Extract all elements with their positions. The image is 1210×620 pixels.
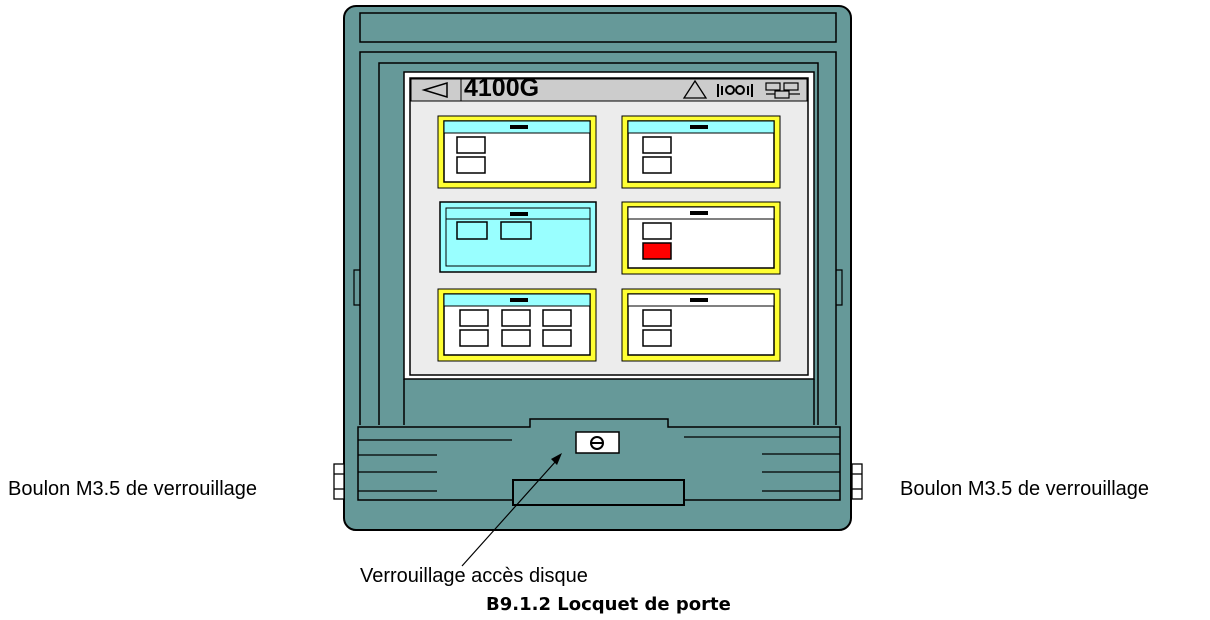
alarm-triangle-icon [682, 79, 708, 99]
model-name: 4100G [464, 74, 540, 102]
callout-line [461, 460, 557, 567]
screen-panel-b[interactable] [621, 115, 781, 189]
network-icon [765, 82, 800, 99]
right-latch-grooves [684, 436, 840, 492]
back-arrow-icon[interactable] [421, 81, 448, 99]
top-slot [359, 12, 837, 43]
screen-title-bar [410, 78, 808, 102]
door-inner-frame [378, 62, 819, 425]
screen-panel-f[interactable] [621, 288, 781, 362]
media-icon [717, 84, 753, 97]
right-bolt-label: Boulon M3.5 de verrouillage [900, 478, 1150, 500]
left-latch-grooves [358, 439, 512, 492]
lock-icon [590, 436, 604, 450]
door-handle[interactable] [512, 479, 685, 506]
screen-panel-d[interactable] [621, 201, 781, 275]
screen-panel-e[interactable] [437, 288, 597, 362]
left-bolt-label: Boulon M3.5 de verrouillage [8, 478, 258, 500]
right-locking-bolt[interactable] [851, 463, 863, 500]
figure-caption: B9.1.2 Locquet de porte [486, 594, 731, 615]
disk-lock-label: Verrouillage accès disque [360, 565, 588, 587]
left-hinge-mark [353, 269, 360, 306]
screen-panel-c[interactable] [439, 201, 597, 273]
screen-panel-a[interactable] [437, 115, 597, 189]
left-locking-bolt[interactable] [333, 463, 345, 500]
alarm-indicator [642, 242, 672, 260]
callout-arrowhead [551, 453, 562, 465]
door-frame [359, 51, 837, 425]
right-hinge-mark [836, 269, 843, 306]
